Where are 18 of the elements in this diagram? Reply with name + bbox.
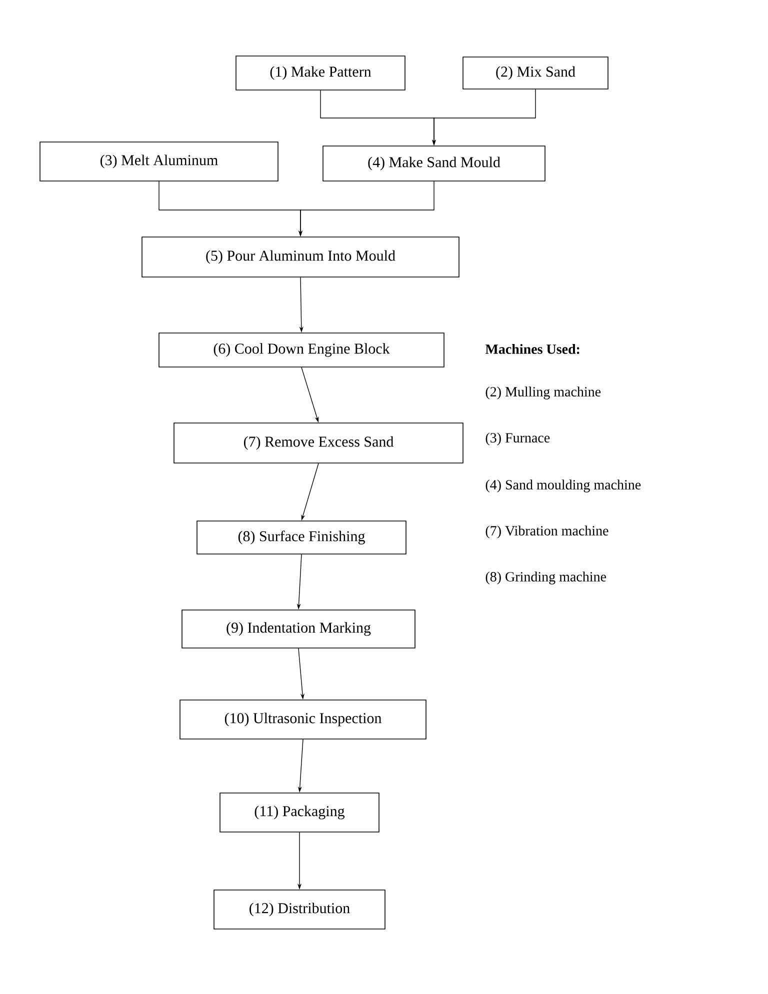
- process-box: (12) Distribution: [214, 890, 386, 930]
- machine-label: (3) Furnace: [486, 432, 550, 446]
- machine-label: (8) Grinding machine: [486, 572, 606, 584]
- process-box: (2) Mix Sand: [462, 56, 608, 90]
- process-box: (7) Remove Excess Sand: [174, 422, 464, 464]
- machine-label: (7) Vibration machine: [486, 526, 608, 538]
- process-box: (6) Cool Down Engine Block: [158, 332, 444, 368]
- heading: Machines Used:: [485, 344, 580, 354]
- machine-label: (2) Mulling machine: [486, 386, 601, 400]
- process-box: (8) Surface Finishing: [196, 520, 406, 554]
- process-box: (11) Packaging: [220, 792, 380, 832]
- process-box: (4) Make Sand Mould: [322, 146, 546, 182]
- process-box: (1) Make Pattern: [236, 56, 406, 90]
- machine-label: (4) Sand moulding machine: [486, 480, 641, 492]
- process-box: (10) Ultrasonic Inspection: [180, 700, 426, 740]
- process-box: (9) Indentation Marking: [182, 610, 416, 648]
- process-box: (5) Pour Aluminum Into Mould: [142, 236, 460, 278]
- process-box: (3) Melt Aluminum: [40, 142, 278, 182]
